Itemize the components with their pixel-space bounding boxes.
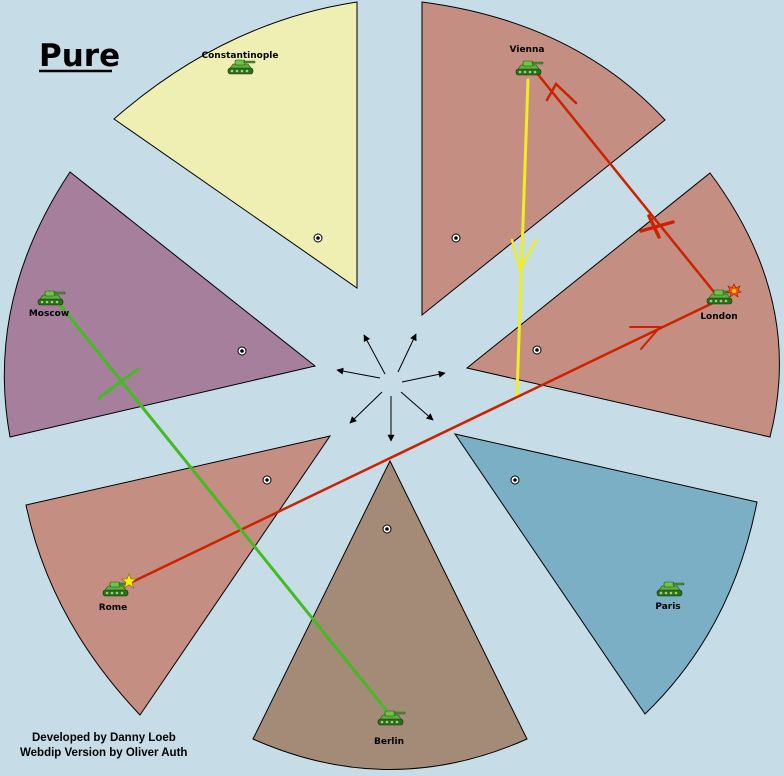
supply-center-icon: [237, 346, 247, 356]
territory-constantinople[interactable]: [113, 1, 358, 289]
supply-center-icon: [313, 233, 323, 243]
territory-label-rome: Rome: [99, 603, 128, 613]
unit-london[interactable]: London: [700, 283, 742, 322]
supply-center-icon: [510, 475, 520, 485]
supply-center-icon: [532, 345, 542, 355]
credits-webdip: Webdip Version by Oliver Auth: [20, 747, 187, 759]
supply-center-icon: [262, 475, 272, 485]
explosion-icon: [726, 283, 742, 298]
unit-moscow[interactable]: Moscow: [29, 290, 69, 319]
credits-developer: Developed by Danny Loeb: [32, 732, 176, 744]
territory-label-berlin: Berlin: [374, 737, 404, 747]
territory-paris[interactable]: [453, 433, 758, 715]
supply-center-icon: [382, 524, 392, 534]
order-vienna-support: [510, 78, 538, 396]
territory-vienna[interactable]: [421, 1, 666, 317]
map-title: Pure: [39, 38, 120, 74]
unit-constantinople[interactable]: Constantinople: [202, 51, 279, 75]
territory-label-moscow: Moscow: [29, 309, 69, 319]
supply-centers: [237, 233, 542, 534]
territory-rome[interactable]: [25, 435, 332, 716]
order-rome-to-london: [126, 299, 719, 586]
territory-moscow[interactable]: [3, 171, 317, 438]
unit-rome[interactable]: Rome: [99, 573, 137, 613]
center-compass: [336, 333, 446, 442]
territory-berlin[interactable]: [252, 459, 528, 770]
territory-label-constantinople: Constantinople: [202, 51, 279, 61]
territory-label-london: London: [700, 312, 737, 322]
territory-label-paris: Paris: [655, 602, 680, 612]
territory-london[interactable]: [465, 172, 780, 438]
star-icon: [121, 573, 137, 589]
orders-layer: [58, 70, 719, 718]
failed-order-cross-icon: [639, 214, 675, 239]
unit-vienna[interactable]: Vienna: [510, 45, 545, 76]
territory-label-vienna: Vienna: [510, 45, 545, 55]
order-moscow-to-berlin: [58, 303, 393, 718]
unit-paris[interactable]: Paris: [655, 581, 685, 612]
unit-berlin[interactable]: Berlin: [374, 710, 406, 747]
supply-center-icon: [451, 233, 461, 243]
order-vienna-to-london: [534, 70, 716, 294]
